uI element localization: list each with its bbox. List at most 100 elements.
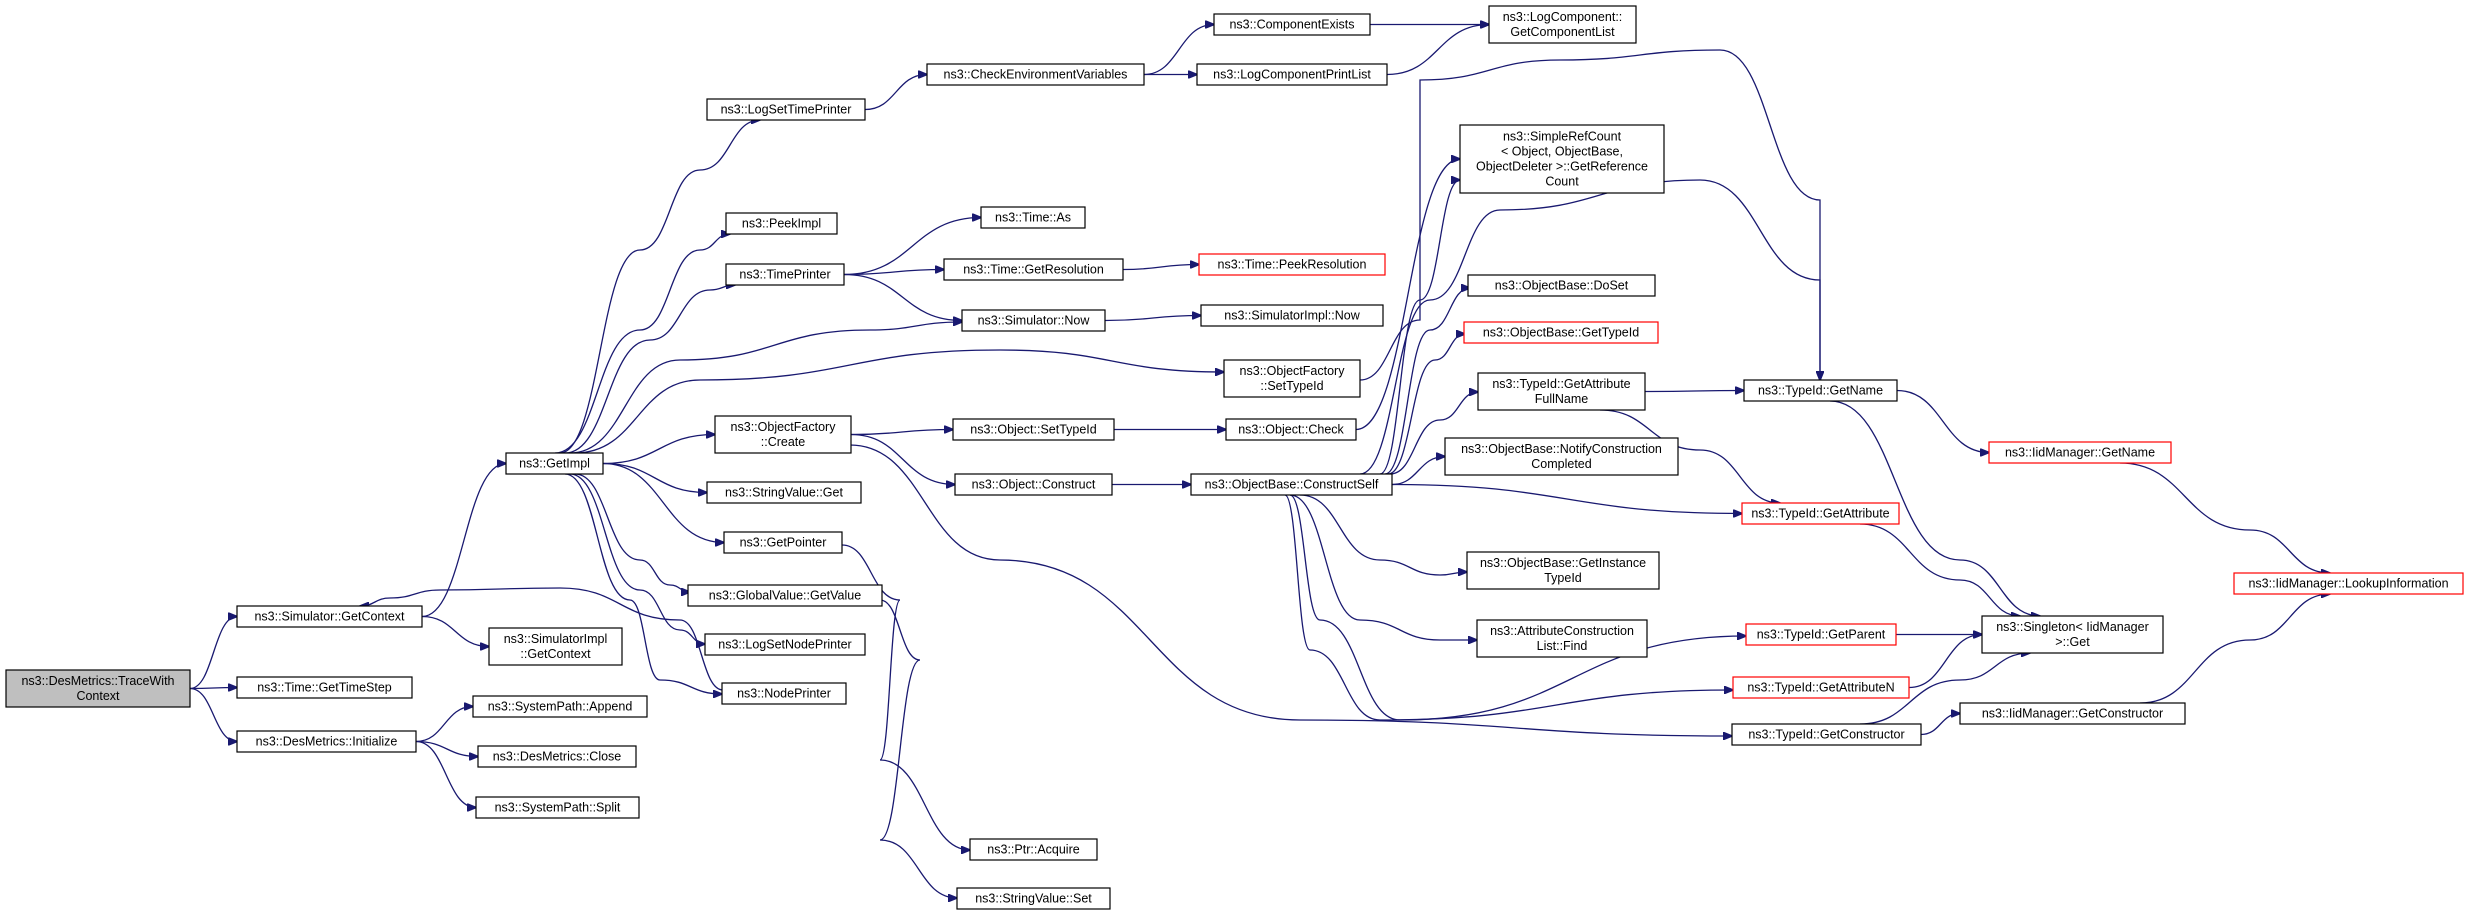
node-box [1444, 437, 1679, 476]
node-objectbase_gettypeid[interactable]: ns3::ObjectBase::GetTypeId [1463, 321, 1659, 344]
node-label: ns3::TypeId::GetName [1758, 384, 1883, 398]
node-label: ns3::Simulator::Now [978, 314, 1091, 328]
node-node_printer[interactable]: ns3::NodePrinter [721, 682, 847, 705]
node-object_construct[interactable]: ns3::Object::Construct [954, 473, 1113, 496]
edge-objectbase_construct_self-to-simple_ref_count [1379, 180, 1460, 475]
node-label: ns3::SimulatorImpl [504, 632, 608, 646]
node-time_get_resolution[interactable]: ns3::Time::GetResolution [943, 258, 1124, 281]
node-sim_get_context[interactable]: ns3::Simulator::GetContext [236, 605, 423, 628]
node-simulator_now[interactable]: ns3::Simulator::Now [961, 309, 1106, 332]
node-label: ns3::Time::As [995, 211, 1071, 225]
node-typeid_getattributen[interactable]: ns3::TypeId::GetAttributeN [1732, 676, 1910, 699]
node-object_set_typeid[interactable]: ns3::Object::SetTypeId [952, 418, 1115, 441]
edge-objfactory_create-to-typeid_getconstructor [849, 444, 1732, 736]
node-label: ns3::SimpleRefCount [1503, 130, 1622, 144]
edge-objectbase_construct_self-to-objectbase_doset [1384, 288, 1470, 475]
node-get_impl[interactable]: ns3::GetImpl [505, 452, 604, 475]
node-label: ::GetContext [520, 647, 591, 661]
node-stringvalue_set[interactable]: ns3::StringValue::Set [956, 887, 1111, 910]
node-label: ns3::LogComponentPrintList [1213, 68, 1371, 82]
node-typeid_getattribute[interactable]: ns3::TypeId::GetAttribute [1741, 502, 1900, 525]
node-box [1467, 274, 1656, 297]
node-box [969, 838, 1098, 861]
node-systempath_append[interactable]: ns3::SystemPath::Append [472, 695, 648, 718]
node-iidmanager_lookup[interactable]: ns3::IidManager::LookupInformation [2233, 572, 2464, 595]
edge-trace_with_context-to-desmetrics_initialize [189, 687, 237, 742]
node-get_pointer[interactable]: ns3::GetPointer [723, 531, 843, 554]
node-label: ns3::ObjectBase::GetTypeId [1483, 326, 1639, 340]
node-label: ns3::StringValue::Get [725, 486, 843, 500]
node-log_component_print_list[interactable]: ns3::LogComponentPrintList [1196, 63, 1388, 86]
node-label: ns3::TypeId::GetConstructor [1748, 728, 1904, 742]
node-ptr_acquire[interactable]: ns3::Ptr::Acquire [969, 838, 1098, 861]
node-objectbase_notify[interactable]: ns3::ObjectBase::NotifyConstructionCompl… [1444, 437, 1679, 476]
node-box [1741, 502, 1900, 525]
node-label: ns3::ObjectBase::DoSet [1495, 279, 1629, 293]
node-label: ns3::Ptr::Acquire [987, 843, 1079, 857]
node-box [714, 415, 852, 454]
node-objfactory_settypeid[interactable]: ns3::ObjectFactory::SetTypeId [1223, 359, 1361, 398]
node-time_get_time_step[interactable]: ns3::Time::GetTimeStep [236, 676, 413, 699]
node-objfactory_create[interactable]: ns3::ObjectFactory::Create [714, 415, 852, 454]
node-label: ::SetTypeId [1260, 379, 1323, 393]
node-time_peek_resolution[interactable]: ns3::Time::PeekResolution [1198, 253, 1386, 276]
node-label: Context [76, 689, 120, 703]
edge-time_get_resolution-to-time_peek_resolution [1122, 265, 1199, 271]
edge-get_impl-to-globalvalue_getvalue [574, 473, 690, 592]
node-peek_impl[interactable]: ns3::PeekImpl [725, 212, 838, 235]
node-time_as[interactable]: ns3::Time::As [980, 206, 1086, 229]
node-desmetrics_close[interactable]: ns3::DesMetrics::Close [477, 745, 637, 768]
node-object_check[interactable]: ns3::Object::Check [1225, 418, 1357, 441]
node-objectbase_construct_self[interactable]: ns3::ObjectBase::ConstructSelf [1190, 473, 1393, 496]
node-box [1223, 359, 1361, 398]
edge-typeid_getconstructor-to-iidmanager_getconstructor [1920, 714, 1960, 736]
edge-get_impl-to-time_printer [564, 285, 735, 454]
node-label: ns3::LogSetNodePrinter [718, 638, 851, 652]
edge-log_component_print_list-to-logcomponent_get_list [1386, 25, 1489, 76]
node-box [954, 473, 1113, 496]
node-box [1488, 5, 1637, 44]
node-simple_ref_count[interactable]: ns3::SimpleRefCount< Object, ObjectBase,… [1459, 124, 1665, 194]
node-singleton_get[interactable]: ns3::Singleton< IidManager >::Get [1981, 615, 2164, 654]
node-label: ns3::ObjectBase::ConstructSelf [1205, 478, 1379, 492]
node-typeid_getconstructor[interactable]: ns3::TypeId::GetConstructor [1731, 723, 1922, 746]
edge-log_set_time_printer-to-check_env_vars [864, 75, 927, 111]
node-iidmanager_getname[interactable]: ns3::IidManager::GetName [1988, 441, 2172, 464]
node-box [1196, 63, 1388, 86]
node-desmetrics_initialize[interactable]: ns3::DesMetrics::Initialize [236, 730, 417, 753]
edge-time_printer-to-time_get_resolution [843, 270, 944, 276]
edge-get_impl-to-simulator_now [569, 322, 962, 454]
node-typeid_getparent[interactable]: ns3::TypeId::GetParent [1745, 623, 1897, 646]
node-systempath_split[interactable]: ns3::SystemPath::Split [475, 796, 640, 819]
node-label: ns3::Singleton< IidManager [1996, 620, 2149, 634]
edges-layer [189, 25, 2330, 899]
node-label: ns3::AttributeConstruction [1490, 624, 1634, 638]
node-iidmanager_getconstructor[interactable]: ns3::IidManager::GetConstructor [1959, 702, 2186, 725]
node-box [706, 481, 862, 504]
node-check_env_vars[interactable]: ns3::CheckEnvironmentVariables [926, 63, 1145, 86]
node-simimpl_get_context[interactable]: ns3::SimulatorImpl::GetContext [488, 627, 623, 666]
node-component_exists[interactable]: ns3::ComponentExists [1213, 13, 1371, 36]
node-log_set_time_printer[interactable]: ns3::LogSetTimePrinter [706, 98, 866, 121]
edge-objectbase_construct_self-to-attr_construction_list_find [1289, 494, 1477, 640]
node-stringvalue_get[interactable]: ns3::StringValue::Get [706, 481, 862, 504]
node-box [943, 258, 1124, 281]
edge-check_env_vars-to-component_exists [1143, 25, 1214, 76]
node-logcomponent_get_list[interactable]: ns3::LogComponent::GetComponentList [1488, 5, 1637, 44]
node-log_set_node_printer[interactable]: ns3::LogSetNodePrinter [704, 633, 866, 656]
edge-get_impl-to-objfactory_settypeid [574, 349, 1224, 454]
node-objectbase_doset[interactable]: ns3::ObjectBase::DoSet [1467, 274, 1656, 297]
edge-typeid_getconstructor-to-singleton_get [1859, 653, 2030, 725]
edge-objfactory_settypeid-to-typeid_getname [1359, 49, 1820, 380]
node-typeid_getname[interactable]: ns3::TypeId::GetName [1743, 379, 1898, 402]
node-globalvalue_getvalue[interactable]: ns3::GlobalValue::GetValue [687, 584, 883, 607]
edge-object_check-to-simple_ref_count [1355, 159, 1460, 431]
edge-trace_with_context-to-time_get_time_step [189, 688, 237, 689]
node-time_printer[interactable]: ns3::TimePrinter [725, 263, 845, 286]
node-simimpl_now[interactable]: ns3::SimulatorImpl::Now [1200, 304, 1384, 327]
